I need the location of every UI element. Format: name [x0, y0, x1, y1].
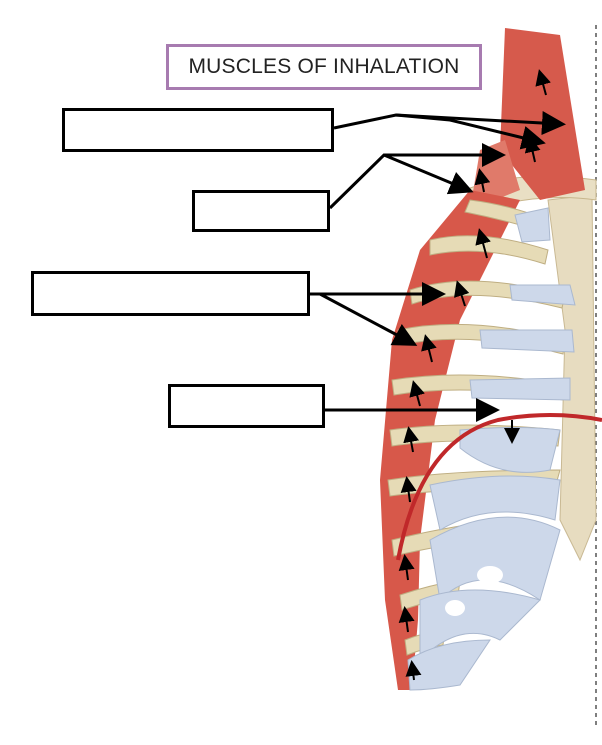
label-box-4[interactable]: [168, 384, 325, 428]
cartilage-bottom: [407, 639, 491, 691]
arrow-rib-7: [398, 554, 415, 581]
leader-box2-b: [383, 153, 474, 195]
cartilage-gap-1: [477, 566, 503, 584]
arrow-rib-2: [454, 280, 470, 307]
arrow-rib-6: [400, 476, 417, 503]
cartilage-2: [509, 284, 576, 306]
leader-box1-b: [395, 113, 546, 150]
arrow-neck-1: [535, 69, 551, 96]
cartilage-7: [429, 516, 561, 602]
cartilage-5: [459, 427, 561, 473]
cartilage-4: [469, 377, 571, 401]
leader-lines: [310, 111, 566, 422]
arrow-rib-4: [409, 380, 425, 407]
arrow-rib-9: [405, 660, 422, 681]
arrow-neck-3: [474, 168, 491, 193]
arrow-rib-1: [475, 228, 491, 259]
intercostal-muscles: [380, 190, 520, 690]
label-box-2[interactable]: [192, 190, 330, 232]
label-box-1[interactable]: [62, 108, 334, 152]
arrow-rib-5: [403, 426, 420, 453]
leader-box3-b: [319, 292, 418, 346]
muscle-direction-arrows: [398, 69, 551, 681]
label-box-3[interactable]: [31, 271, 310, 316]
rib-2: [429, 235, 549, 265]
diagram-title: MUSCLES OF INHALATION: [166, 44, 482, 90]
cartilage-3: [479, 329, 575, 353]
arrow-rib-8: [398, 606, 415, 633]
costal-cartilages: [407, 207, 576, 691]
cartilage-6: [429, 475, 561, 531]
arrow-rib-3: [421, 334, 437, 363]
cartilage-gap-2: [445, 600, 465, 616]
cartilage-1: [514, 207, 551, 243]
